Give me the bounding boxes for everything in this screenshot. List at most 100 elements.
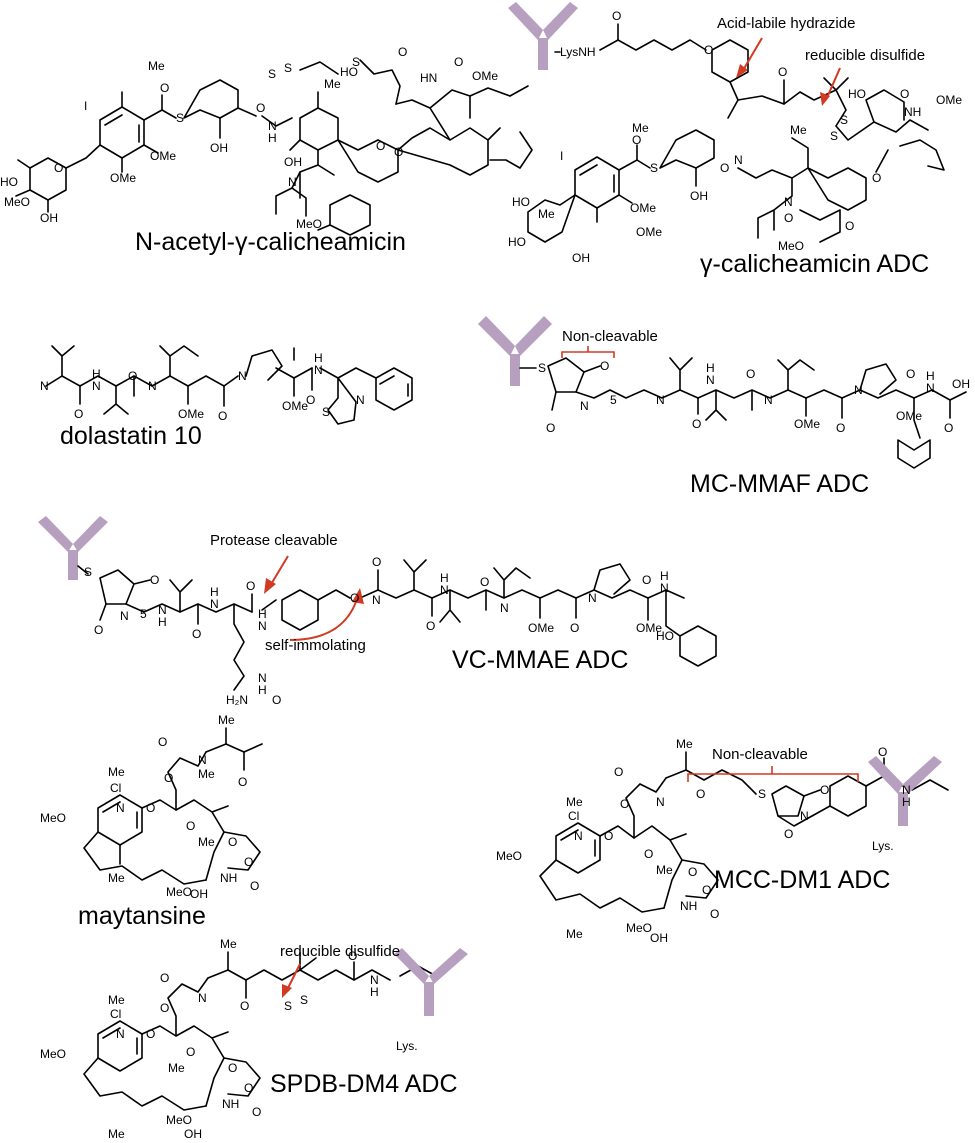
atom-label: Cl [110, 781, 121, 795]
atom-label: O [570, 621, 579, 635]
atom-label: MeO [166, 885, 192, 899]
atom-label: MeO [40, 1047, 66, 1061]
atom-label: N [116, 1027, 125, 1041]
arrow-head [352, 588, 364, 604]
atom-label: H [660, 569, 669, 583]
atom-label: HO [508, 235, 526, 249]
atom-label: O [160, 1001, 169, 1015]
atom-label: OH [210, 141, 228, 155]
atom-label: O [820, 783, 829, 797]
atom-label: O [702, 883, 711, 897]
atom-label: OMe [282, 399, 308, 413]
atom-label: N [148, 379, 157, 393]
atom-label: H [258, 607, 267, 621]
atom-label: HO [848, 87, 866, 101]
atom-label: S [322, 405, 330, 419]
atom-label: O [256, 101, 265, 115]
atom-label: H [440, 571, 449, 585]
atom-label: HO [0, 175, 18, 189]
atom-label: N [116, 801, 125, 815]
arrow-protease [269, 555, 289, 587]
atom-label: Me [198, 767, 215, 781]
atom-label: Me [632, 121, 649, 135]
atom-label: OH [650, 931, 668, 945]
atom-label: OMe [936, 93, 962, 107]
atom-label: OH [190, 887, 208, 901]
atom-label: N [706, 373, 715, 387]
atom-label: N [258, 619, 267, 633]
arrow-head [264, 578, 276, 594]
atom-label: O [238, 775, 247, 789]
atom-label: O [878, 745, 887, 759]
atom-label: S [538, 361, 546, 375]
atom-label: N [356, 393, 365, 407]
atom-label: O [600, 359, 609, 373]
atom-label: S [284, 999, 292, 1013]
atom-label: N [574, 829, 583, 843]
atom-label: O [900, 87, 909, 101]
atom-label: MeO [778, 239, 804, 253]
atom-label: N [784, 195, 793, 209]
atom-label: O [720, 161, 729, 175]
atom-label: O [746, 367, 755, 381]
atom-label: O [150, 573, 159, 587]
atom-label: Cl [568, 809, 579, 823]
atom-label: N [764, 393, 773, 407]
antibody-icon [394, 948, 468, 1016]
atom-label: N [500, 601, 509, 615]
atom-label: O [74, 407, 83, 421]
atom-label: S [352, 55, 360, 69]
atom-label: OMe [110, 171, 136, 185]
atom-label: O [784, 211, 793, 225]
atom-label: I [84, 99, 87, 113]
atom-label: Me [566, 927, 583, 941]
atom-label: O [244, 1081, 253, 1095]
atom-label: HO [512, 195, 530, 209]
structure-maytansine: Cl Me N MeO O O O Me N Me O O Me O O NH … [40, 713, 263, 930]
atom-label: O [372, 555, 381, 569]
caption-mcc-dm1-adc: MCC-DM1 ADC [714, 866, 890, 894]
atom-label: O [186, 819, 195, 833]
caption-dolastatin-10: dolastatin 10 [60, 422, 202, 450]
atom-label: O [252, 1105, 261, 1119]
atom-label: MeO [166, 1113, 192, 1127]
atom-label: O [350, 591, 359, 605]
atom-label: O [696, 787, 705, 801]
atom-label: O [784, 827, 793, 841]
atom-label: H [314, 351, 323, 365]
atom-label: O [546, 421, 555, 435]
atom-label: MeO [40, 811, 66, 825]
atom-label: Lys. [872, 839, 894, 853]
atom-label: O [164, 771, 173, 785]
atom-label: N [854, 383, 863, 397]
atom-label: O [394, 145, 403, 159]
antibody-icon [508, 2, 578, 70]
atom-label: O [704, 43, 713, 57]
atom-label: NH [222, 1097, 239, 1111]
atom-label: O [306, 393, 315, 407]
atom-label: O [642, 573, 651, 587]
atom-label: Me [656, 863, 673, 877]
atom-label: N [370, 973, 379, 987]
caption-n-acetyl-calicheamicin: N-acetyl-γ-calicheamicin [135, 228, 406, 256]
atom-label: H [902, 795, 911, 809]
atom-label: S [84, 565, 92, 579]
atom-label: OMe [630, 201, 656, 215]
structure-dolastatin-10: N O H N O N OMe O N OMe O H N S N dolast… [40, 345, 413, 450]
atom-label: OH [572, 251, 590, 265]
atom-label: N [92, 379, 101, 393]
structure-vc-mmae-adc: Protease cleavable self-immolating S O O… [38, 516, 717, 707]
atom-label: Me [168, 1061, 185, 1075]
atom-label: Me [566, 795, 583, 809]
annotation-self-immolating: self-immolating [265, 637, 366, 654]
atom-label: O [426, 619, 435, 633]
atom-label: HO [340, 65, 358, 79]
annotation-protease-cleavable: Protease cleavable [210, 532, 338, 549]
atom-label: O [845, 219, 854, 233]
atom-label: N [580, 399, 589, 413]
atom-label: Me [676, 737, 693, 751]
atom-label: N [800, 809, 809, 823]
atom-label: O [644, 847, 653, 861]
antibody-icon [38, 516, 108, 580]
